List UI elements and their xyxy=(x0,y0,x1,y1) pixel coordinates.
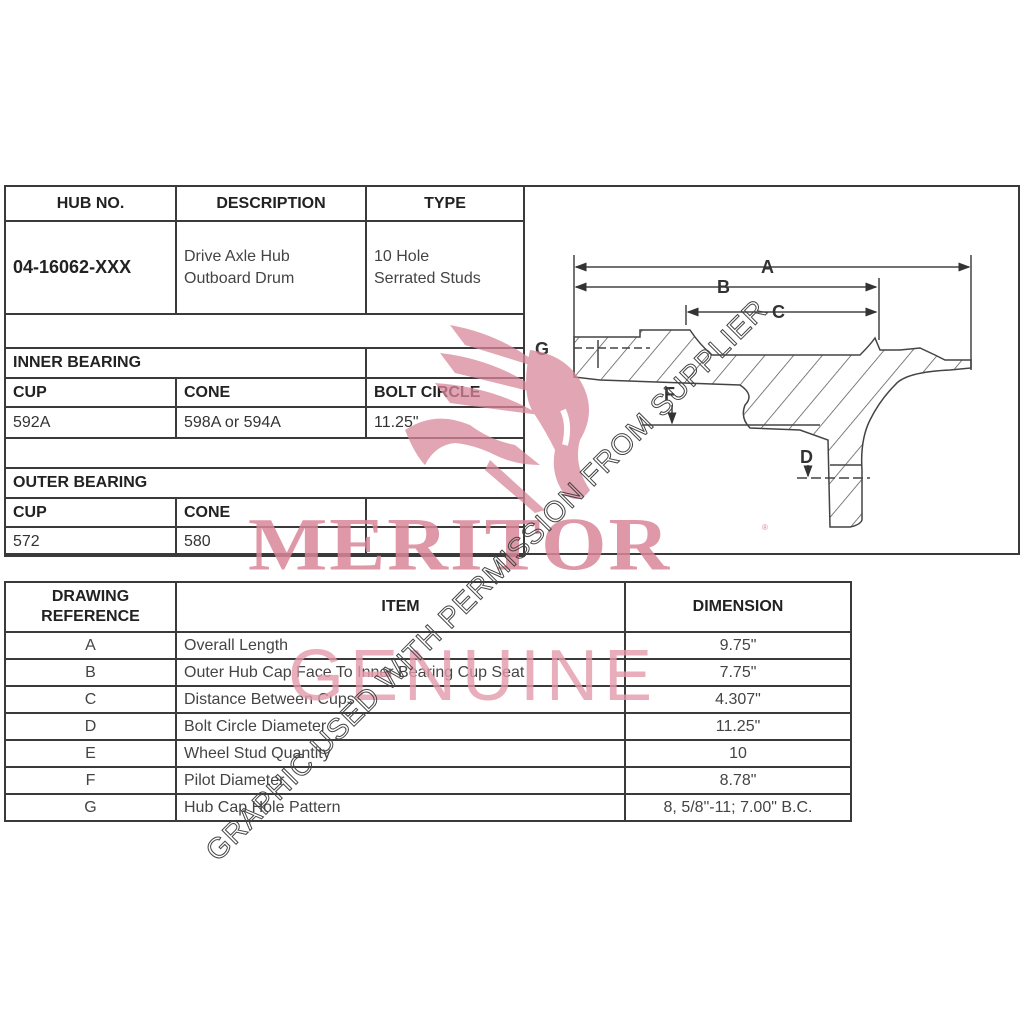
description-line-2: Outboard Drum xyxy=(184,269,295,287)
genuine-watermark: GENUINE xyxy=(288,636,659,716)
ref-cell: F xyxy=(4,766,177,795)
meritor-brand-watermark: MERITOR xyxy=(248,502,672,587)
outer-cone-value: 580 xyxy=(175,526,367,557)
dimension-cell: 8, 5/8"-11; 7.00" B.C. xyxy=(624,793,852,822)
dimension-cell: 8.78" xyxy=(624,766,852,795)
outer-bearing-title: OUTER BEARING xyxy=(4,467,525,499)
ref-cell: A xyxy=(4,631,177,660)
spacer-cell xyxy=(4,313,525,349)
table-row: E Wheel Stud Quantity 10 xyxy=(4,739,852,768)
item-cell: Bolt Circle Diameter xyxy=(175,712,626,741)
header-dimension: DIMENSION xyxy=(624,581,852,633)
ref-cell: E xyxy=(4,739,177,768)
inner-cup-header: CUP xyxy=(4,377,177,408)
spacer-row xyxy=(4,313,525,349)
hub-cross-section-diagram: A B C D F G xyxy=(535,255,972,528)
ref-cell: G xyxy=(4,793,177,822)
table-row: B Outer Hub Cap Face To Inner Bearing Cu… xyxy=(4,658,852,687)
inner-bearing-title: INNER BEARING xyxy=(4,347,367,379)
dimension-header-row: DRAWING REFERENCE ITEM DIMENSION xyxy=(4,581,852,633)
header-drawing-reference: DRAWING REFERENCE xyxy=(4,581,177,633)
label-d: D xyxy=(800,447,813,467)
header-item: ITEM xyxy=(175,581,626,633)
dimension-cell: 4.307" xyxy=(624,685,852,714)
inner-cone-header: CONE xyxy=(175,377,367,408)
inner-bearing-title-row: INNER BEARING xyxy=(4,347,525,379)
ref-cell: C xyxy=(4,685,177,714)
outer-blank-header xyxy=(365,497,525,528)
label-b: B xyxy=(717,277,730,297)
description-line-1: Drive Axle Hub xyxy=(184,247,290,265)
item-cell: Wheel Stud Quantity xyxy=(175,739,626,768)
outer-cup-header: CUP xyxy=(4,497,177,528)
table-row: D Bolt Circle Diameter 11.25" xyxy=(4,712,852,741)
hub-description: Drive Axle Hub Outboard Drum xyxy=(175,220,367,315)
inner-cup-value: 592A xyxy=(4,406,177,439)
item-cell: Outer Hub Cap Face To Inner Bearing Cup … xyxy=(175,658,626,687)
item-cell: Hub Cap Hole Pattern xyxy=(175,793,626,822)
header-hub-no: HUB NO. xyxy=(4,185,177,222)
header-description: DESCRIPTION xyxy=(175,185,367,222)
table-row: A Overall Length 9.75" xyxy=(4,631,852,660)
dimension-cell: 10 xyxy=(624,739,852,768)
outer-bearing-header-row: CUP CONE xyxy=(4,497,525,528)
hub-type: 10 Hole Serrated Studs xyxy=(365,220,525,315)
hub-data-row: 04-16062-XXX Drive Axle Hub Outboard Dru… xyxy=(4,220,525,315)
table-row: F Pilot Diameter 8.78" xyxy=(4,766,852,795)
dimension-cell: 7.75" xyxy=(624,658,852,687)
griffin-logo-icon xyxy=(405,325,590,513)
outer-bearing-value-row: 572 580 xyxy=(4,526,525,557)
ref-cell: D xyxy=(4,712,177,741)
item-cell: Distance Between Cups xyxy=(175,685,626,714)
label-f: F xyxy=(664,384,675,404)
item-cell: Pilot Diameter xyxy=(175,766,626,795)
dimension-table: DRAWING REFERENCE ITEM DIMENSION A Overa… xyxy=(4,581,852,822)
table-row: G Hub Cap Hole Pattern 8, 5/8"-11; 7.00"… xyxy=(4,793,852,822)
dimension-cell: 9.75" xyxy=(624,631,852,660)
hub-number: 04-16062-XXX xyxy=(4,220,177,315)
outer-bearing-title-row: OUTER BEARING xyxy=(4,467,525,499)
item-cell: Overall Length xyxy=(175,631,626,660)
type-line-1: 10 Hole xyxy=(374,247,430,265)
outer-blank-value xyxy=(365,526,525,557)
table-row: C Distance Between Cups 4.307" xyxy=(4,685,852,714)
label-c: C xyxy=(772,302,785,322)
inner-cone-value: 598A or 594A xyxy=(175,406,367,439)
trademark-symbol: ® xyxy=(762,523,768,532)
header-type: TYPE xyxy=(365,185,525,222)
outer-cone-header: CONE xyxy=(175,497,367,528)
type-line-2: Serrated Studs xyxy=(374,269,481,287)
label-a: A xyxy=(761,257,774,277)
dimension-cell: 11.25" xyxy=(624,712,852,741)
ref-cell: B xyxy=(4,658,177,687)
outer-cup-value: 572 xyxy=(4,526,177,557)
hub-header-row: HUB NO. DESCRIPTION TYPE xyxy=(4,185,525,222)
